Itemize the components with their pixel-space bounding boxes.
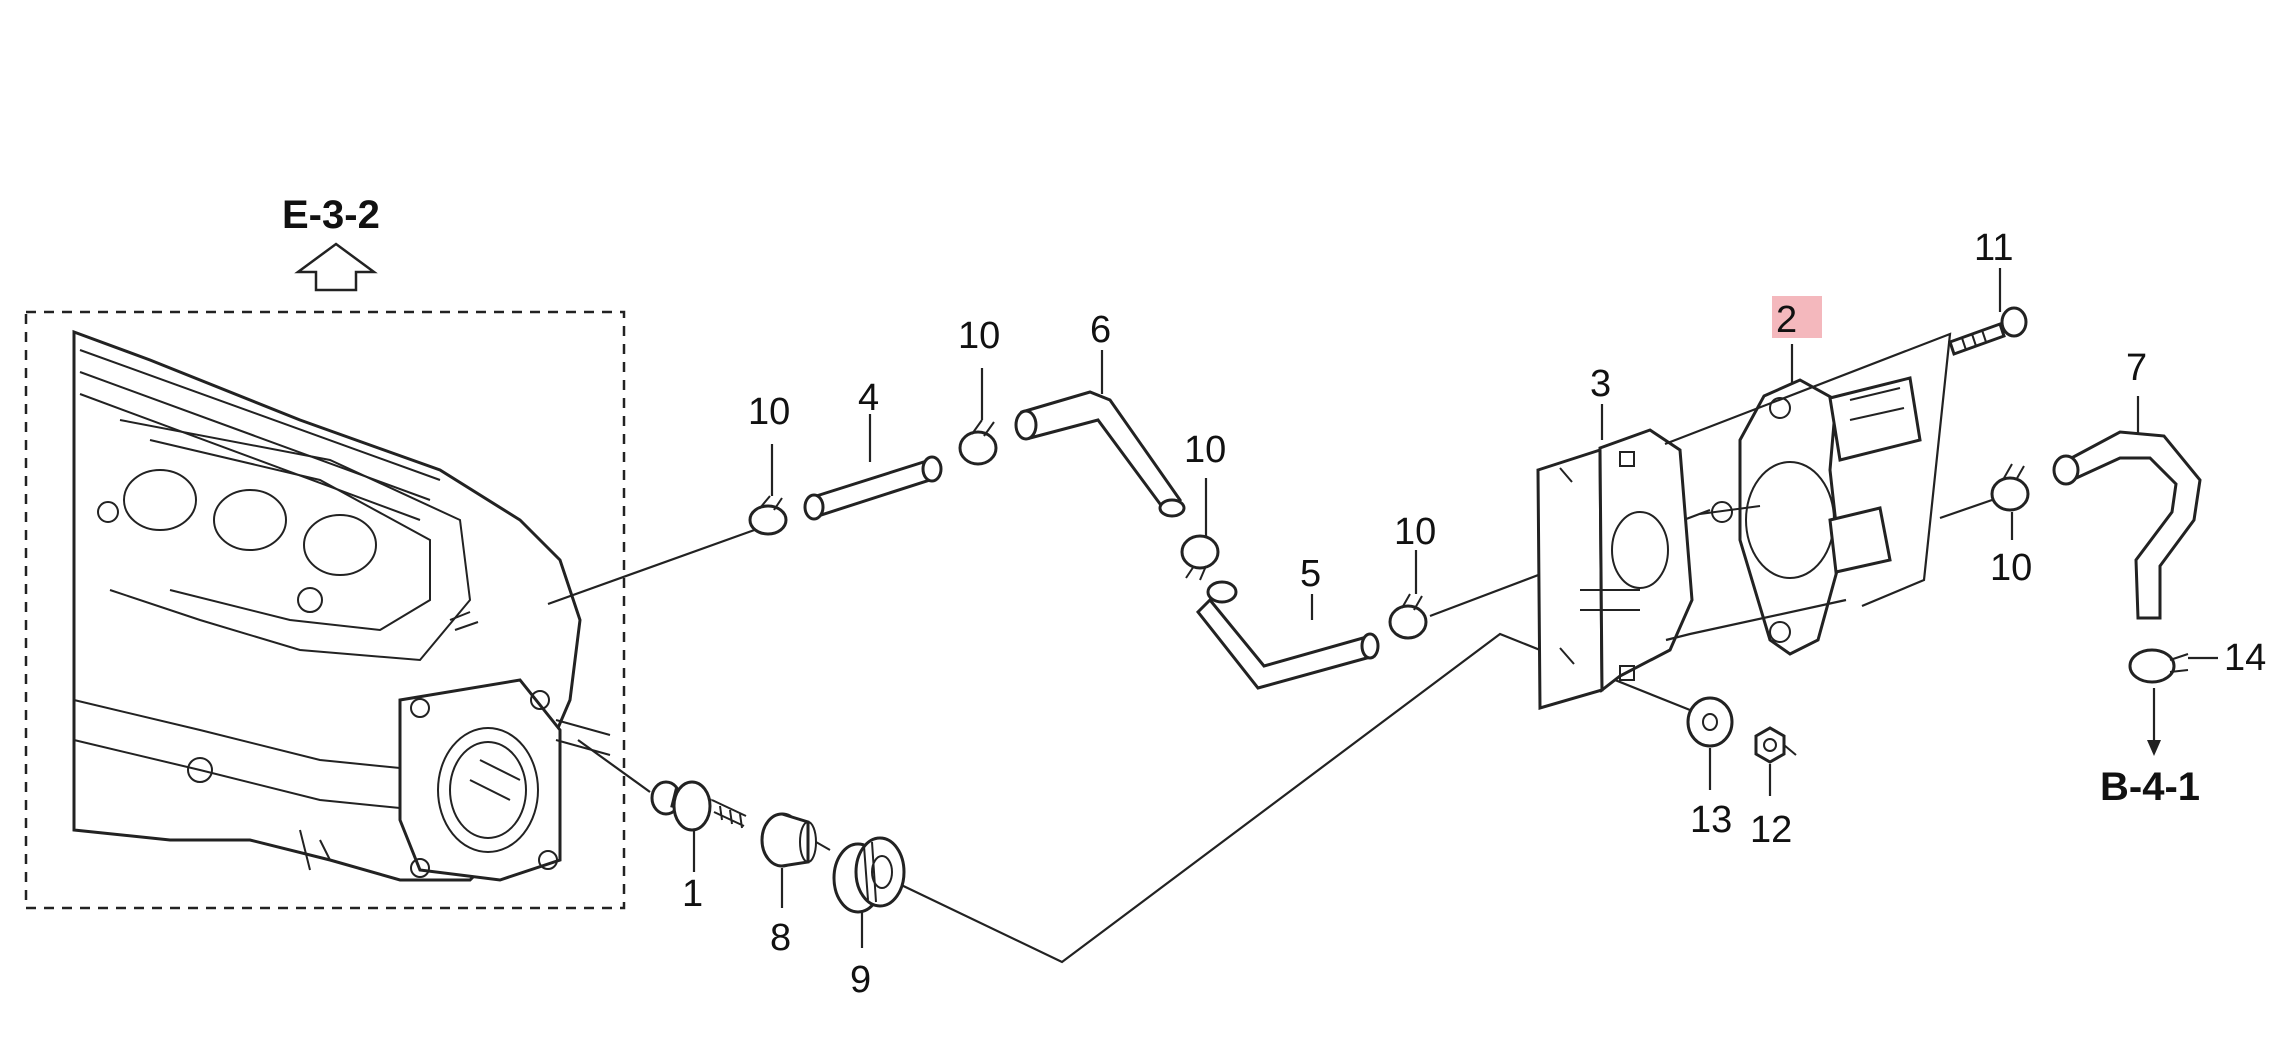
purge-valve-2[interactable] xyxy=(1699,376,1922,656)
leader-manifold-clamp xyxy=(547,526,761,606)
ref-up-arrow-icon xyxy=(294,242,378,292)
callout-7[interactable]: 7 xyxy=(2126,347,2147,389)
hose-clamp-10a[interactable] xyxy=(748,495,788,536)
stud-bolt-1[interactable] xyxy=(650,780,747,832)
hose-clamp-10e[interactable] xyxy=(1990,463,2030,512)
leader-stud xyxy=(577,739,651,793)
nut-12[interactable] xyxy=(1754,726,1797,764)
callout-1[interactable]: 1 xyxy=(682,873,703,915)
callout-6[interactable]: 6 xyxy=(1090,309,1111,351)
intake-manifold-drawing xyxy=(72,329,611,882)
washer-13[interactable] xyxy=(1686,696,1734,748)
hose-6[interactable] xyxy=(1014,390,1186,518)
callout-4[interactable]: 4 xyxy=(858,377,879,419)
callout-10e[interactable]: 10 xyxy=(1990,547,2032,589)
leader-valve-lower xyxy=(1665,598,1847,642)
grommet-9[interactable] xyxy=(832,836,906,914)
callout-8[interactable]: 8 xyxy=(770,917,791,959)
callout-13[interactable]: 13 xyxy=(1690,799,1732,841)
callout-9[interactable]: 9 xyxy=(850,959,871,1001)
ref-b-4-1-label[interactable]: B-4-1 xyxy=(2100,765,2200,809)
hose-clamp-14[interactable] xyxy=(2128,648,2189,684)
bracket-3[interactable] xyxy=(1536,428,1694,710)
callout-10d[interactable]: 10 xyxy=(1394,511,1436,553)
callout-5[interactable]: 5 xyxy=(1300,553,1321,595)
callout-3[interactable]: 3 xyxy=(1590,363,1611,405)
callout-2[interactable]: 2 xyxy=(1776,299,1797,341)
pipe-4[interactable] xyxy=(803,455,943,521)
ref-e-3-2-label[interactable]: E-3-2 xyxy=(282,193,380,237)
hose-7[interactable] xyxy=(2052,430,2202,620)
bolt-11[interactable] xyxy=(1948,306,2028,356)
hose-clamp-10d[interactable] xyxy=(1388,593,1428,640)
hose-5[interactable] xyxy=(1195,580,1380,690)
callout-11[interactable]: 11 xyxy=(1974,227,2013,269)
callout-10a[interactable]: 10 xyxy=(748,391,790,433)
intake-manifold-dashed-box xyxy=(24,310,626,910)
hose-clamp-10c[interactable] xyxy=(1180,534,1220,581)
collar-8[interactable] xyxy=(760,812,831,868)
hose-clamp-10b[interactable] xyxy=(958,419,998,466)
callout-12[interactable]: 12 xyxy=(1750,809,1792,851)
leader-valve-bolt xyxy=(1664,332,1952,608)
callout-10b[interactable]: 10 xyxy=(958,315,1000,357)
callout-14[interactable]: 14 xyxy=(2224,637,2266,679)
callout-10c[interactable]: 10 xyxy=(1184,429,1226,471)
callout-2-highlight xyxy=(1772,296,1822,338)
ref-down-arrow-icon xyxy=(2147,740,2161,756)
